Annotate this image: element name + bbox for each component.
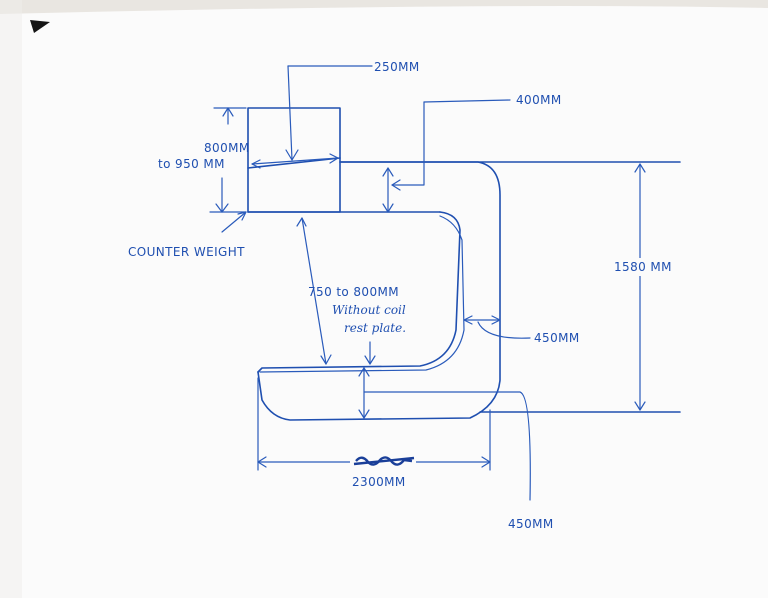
bottom-thickness-dimension [358,367,531,501]
offset-top-label: 400MM [516,93,562,107]
overall-length-dimension [257,377,491,471]
throat-gap-dimension [296,217,376,365]
right-thickness-dimension [463,315,531,339]
overall-height-label: 1580 MM [614,260,672,274]
counterweight-height-label-2: to 950 MM [158,157,225,171]
note-line-1: Without coil [332,303,406,317]
throat-gap-label: 750 to 800MM [308,285,399,299]
counterweight-height-label-1: 800MM [204,141,250,155]
bottom-thickness-label: 450MM [508,517,554,531]
overall-length-label: 2300MM [352,475,406,489]
c-frame-outer [257,161,501,421]
corner-mark-icon [30,20,50,33]
width-top-dimension [251,65,373,169]
counterweight-height-dimension [209,107,247,213]
counterweight-block [247,107,441,213]
paper-left-edge [0,0,22,598]
counterweight-leader [221,211,247,233]
overall-height-dimension [634,163,646,411]
width-top-label: 250MM [374,60,420,74]
right-thickness-label: 450MM [534,331,580,345]
counterweight-leader-arrow [237,211,247,221]
height-label-bg [612,258,686,276]
paper-top-edge [0,0,768,14]
note-line-2: rest plate. [344,321,406,335]
offset-top-dimension [382,99,511,213]
counterweight-label: COUNTER WEIGHT [128,245,245,259]
